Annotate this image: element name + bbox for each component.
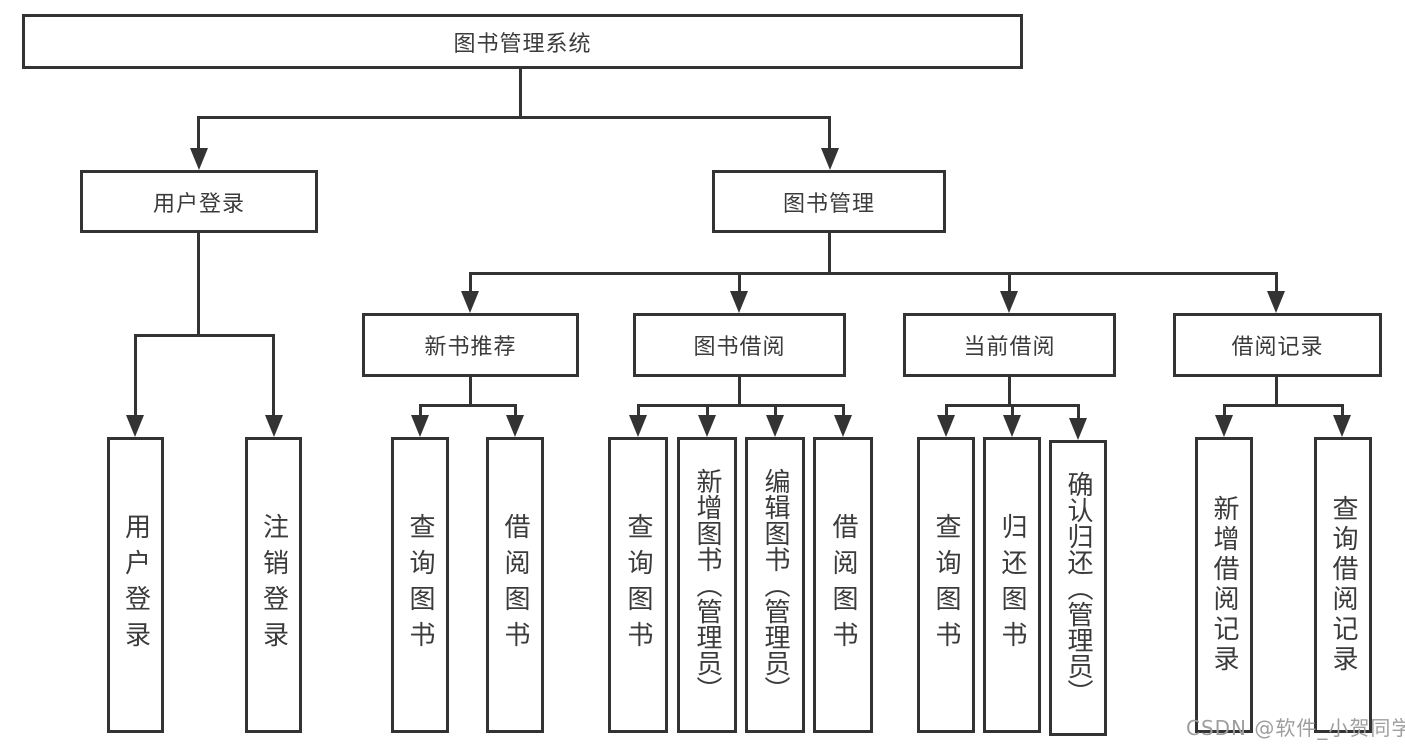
node-book-mgmt-label: 图书管理 [782, 191, 875, 217]
node-root-label: 图书管理系统 [453, 31, 592, 57]
leaf-edit-book-admin: 编辑图书（管理员） [745, 437, 805, 733]
arrow-br0 [1215, 415, 1233, 437]
connector-current-borrow-stem [1008, 377, 1011, 406]
arrow-br1 [1333, 415, 1351, 437]
leaf-user-login: 用户登录 [107, 437, 164, 733]
connector-user-login-stem [197, 233, 200, 336]
connector-drop-user-login [197, 116, 200, 148]
connector-drop-new-books [469, 272, 472, 291]
leaf-query-books-2: 查询图书 [608, 437, 668, 733]
connector-drop-ul1 [272, 334, 275, 415]
leaf-query-books-3: 查询图书 [917, 437, 975, 733]
connector-book-borrow-split [637, 404, 845, 407]
connector-drop-bb3 [842, 404, 845, 415]
leaf-query-books: 查询图书 [391, 437, 449, 733]
connector-drop-cb2 [1077, 404, 1080, 418]
node-new-books: 新书推荐 [362, 313, 579, 377]
arrow-user-login [190, 148, 208, 170]
leaf-logout: 注销登录 [245, 437, 302, 733]
connector-new-books-stem [469, 377, 472, 406]
arrow-bb1 [698, 415, 716, 437]
connector-root-split [197, 116, 831, 119]
node-current-borrow: 当前借阅 [903, 313, 1116, 377]
connector-drop-nb1 [514, 404, 517, 415]
leaf-confirm-return-admin: 确认归还（管理员） [1049, 440, 1107, 736]
arrow-ul1 [265, 415, 283, 437]
arrow-nb1 [506, 415, 524, 437]
connector-drop-bb0 [637, 404, 640, 415]
leaf-query-borrow-record: 查询借阅记录 [1314, 437, 1372, 733]
arrow-cb0 [937, 415, 955, 437]
leaf-borrow-books-2: 借阅图书 [813, 437, 873, 733]
arrow-bb3 [834, 415, 852, 437]
connector-user-login-split [134, 334, 275, 337]
connector-drop-ul0 [134, 334, 137, 415]
connector-drop-cb0 [945, 404, 948, 415]
arrow-book-mgmt [821, 148, 839, 170]
node-user-login: 用户登录 [80, 170, 318, 233]
leaf-add-borrow-record: 新增借阅记录 [1195, 437, 1253, 733]
leaf-borrow-books: 借阅图书 [486, 437, 544, 733]
arrow-cb1 [1003, 415, 1021, 437]
connector-drop-cb1 [1011, 404, 1014, 415]
connector-borrow-records-stem [1275, 377, 1278, 406]
connector-drop-book-borrow [738, 272, 741, 291]
connector-drop-current-borrow [1008, 272, 1011, 291]
connector-drop-book-mgmt [828, 116, 831, 148]
connector-drop-br0 [1223, 404, 1226, 415]
connector-book-mgmt-split [469, 272, 1277, 275]
arrow-nb0 [411, 415, 429, 437]
node-borrow-records-label: 借阅记录 [1231, 335, 1324, 360]
node-book-borrow-label: 图书借阅 [693, 335, 786, 360]
node-book-mgmt: 图书管理 [712, 170, 946, 233]
connector-drop-nb0 [419, 404, 422, 415]
connector-borrow-records-split [1223, 404, 1344, 407]
leaf-add-book-admin: 新增图书（管理员） [677, 437, 737, 733]
node-borrow-records: 借阅记录 [1173, 313, 1382, 377]
connector-root-stem [519, 69, 522, 117]
csdn-watermark: CSDN @软件_小贺同学 [1186, 716, 1405, 740]
connector-book-borrow-stem [738, 377, 741, 406]
node-root: 图书管理系统 [22, 14, 1023, 69]
connector-drop-bb2 [774, 404, 777, 415]
arrow-borrow-records [1267, 291, 1285, 313]
leaf-return-books: 归还图书 [983, 437, 1041, 733]
connector-drop-br1 [1341, 404, 1344, 415]
arrow-book-borrow [730, 291, 748, 313]
node-book-borrow: 图书借阅 [633, 313, 846, 377]
arrow-bb2 [766, 415, 784, 437]
node-current-borrow-label: 当前借阅 [963, 335, 1056, 360]
connector-drop-bb1 [706, 404, 709, 415]
arrow-new-books [461, 291, 479, 313]
node-user-login-label: 用户登录 [152, 191, 245, 217]
connector-new-books-split [419, 404, 516, 407]
arrow-bb0 [629, 415, 647, 437]
arrow-current-borrow [1000, 291, 1018, 313]
connector-book-mgmt-stem [828, 233, 831, 274]
arrow-cb2 [1069, 418, 1087, 440]
node-new-books-label: 新书推荐 [424, 335, 517, 360]
connector-drop-borrow-records [1275, 272, 1278, 291]
arrow-ul0 [126, 415, 144, 437]
